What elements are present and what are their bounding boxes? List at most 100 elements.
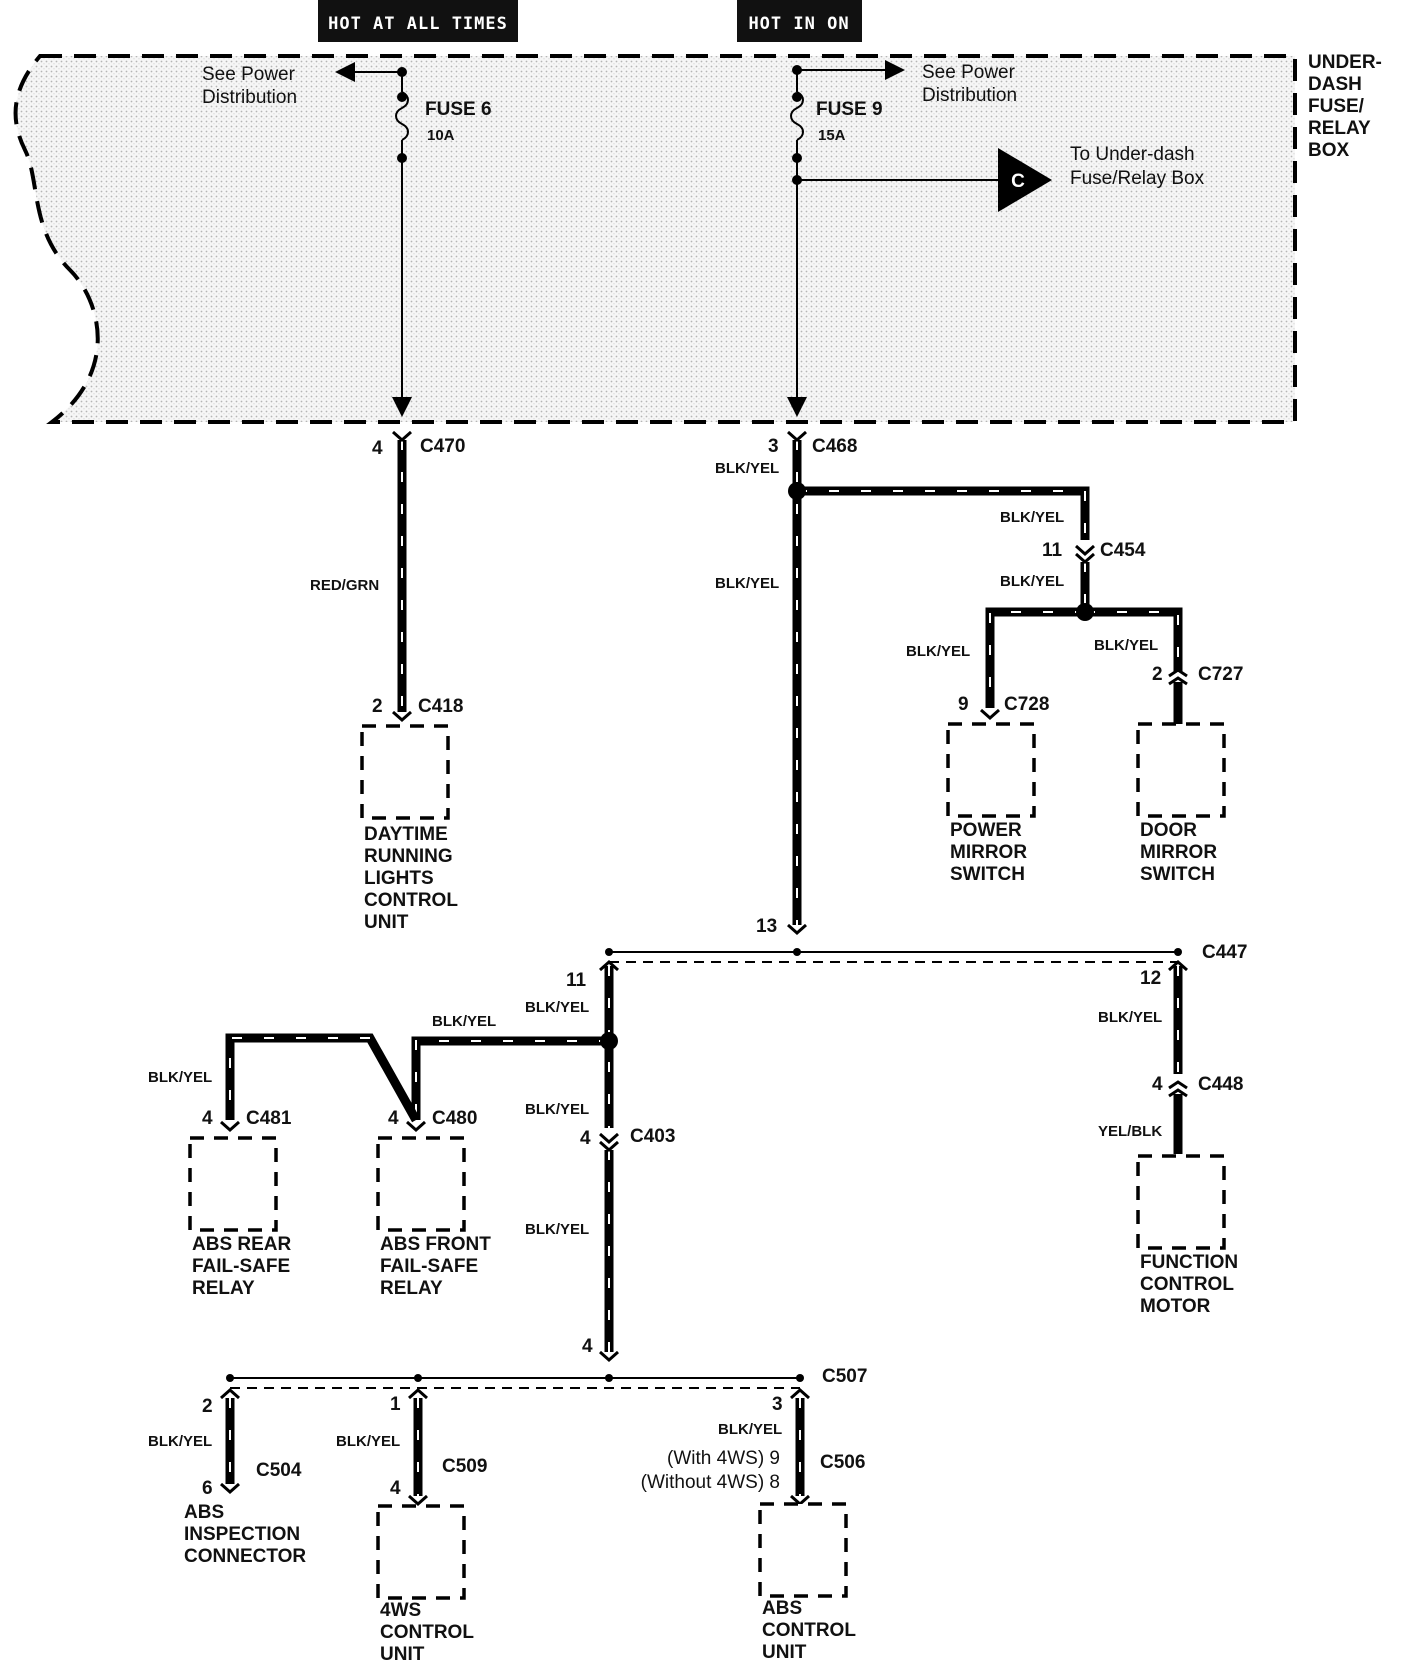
fuse-9-name: FUSE 9 [816, 99, 883, 120]
wire-color-blk-yel: BLK/YEL [1094, 637, 1158, 654]
wire-color-red-grn: RED/GRN [310, 577, 379, 594]
connector-c468-label: C468 [812, 436, 857, 457]
hot-at-all-times-tab: HOT AT ALL TIMES [318, 0, 518, 42]
see-power-distribution-left: See Power [202, 64, 296, 85]
wires [225, 440, 1183, 1496]
splices [600, 482, 1094, 1050]
abs-inspection-connector-label: CONNECTOR [184, 1546, 306, 1567]
wire-color-blk-yel: BLK/YEL [1098, 1009, 1162, 1026]
4ws-control-unit-label: CONTROL [380, 1622, 474, 1643]
door-mirror-switch-label: MIRROR [1140, 842, 1217, 863]
abs-front-relay-box [376, 1136, 466, 1232]
pin: 9 [958, 694, 969, 715]
abs-front-relay-label: ABS FRONT [380, 1234, 491, 1255]
c506-without-4ws-pin: (Without 4WS) 8 [641, 1472, 780, 1493]
abs-rear-relay-label: FAIL-SAFE [192, 1256, 290, 1277]
pin: 3 [772, 1394, 783, 1415]
pin: 2 [1152, 664, 1163, 685]
drl-control-unit-label: UNIT [364, 912, 409, 933]
abs-front-relay-label: RELAY [380, 1278, 443, 1299]
wire-color-blk-yel: BLK/YEL [148, 1069, 212, 1086]
pin: 11 [566, 970, 587, 991]
abs-inspection-connector-label: INSPECTION [184, 1524, 300, 1545]
power-mirror-switch-label: POWER [950, 820, 1022, 841]
pin: 4 [202, 1108, 213, 1129]
pin: 13 [756, 916, 777, 937]
4ws-control-unit-box [376, 1504, 466, 1600]
fuse-box-label-line: DASH [1308, 74, 1362, 95]
door-mirror-switch-label: SWITCH [1140, 864, 1215, 885]
connector-c418-label: C418 [418, 696, 463, 717]
connector-c481-label: C481 [246, 1108, 292, 1129]
c506-with-4ws-pin: (With 4WS) 9 [667, 1448, 780, 1469]
wire-color-blk-yel: BLK/YEL [715, 575, 779, 592]
door-mirror-switch-label: DOOR [1140, 820, 1197, 841]
hot-at-all-times-label: HOT AT ALL TIMES [328, 14, 508, 34]
pin: 4 [1152, 1074, 1163, 1095]
fuse-box-label-line: UNDER- [1308, 52, 1382, 73]
wire-color-blk-yel: BLK/YEL [718, 1421, 782, 1438]
function-control-motor-label: CONTROL [1140, 1274, 1234, 1295]
see-power-distribution-right: See Power [922, 62, 1016, 83]
abs-front-relay-label: FAIL-SAFE [380, 1256, 478, 1277]
fuse-9-rating: 15A [818, 127, 846, 144]
connector-c504-label: C504 [256, 1460, 302, 1481]
connector-c403-label: C403 [630, 1126, 675, 1147]
abs-rear-relay-box [188, 1136, 278, 1232]
ref-text: Fuse/Relay Box [1070, 168, 1205, 189]
drl-control-unit-box [360, 724, 450, 820]
fuse-9-circuit: C See Power Distribution FUSE 9 15A To U… [787, 60, 1205, 417]
ref-letter-c: C [1011, 171, 1025, 192]
drl-control-unit-label: RUNNING [364, 846, 453, 867]
wire-color-blk-yel: BLK/YEL [525, 1101, 589, 1118]
abs-control-unit-box [758, 1502, 848, 1598]
abs-control-unit-label: ABS [762, 1598, 802, 1619]
connector-c728-label: C728 [1004, 694, 1049, 715]
abs-rear-relay-label: ABS REAR [192, 1234, 292, 1255]
connector-c454-label: C454 [1100, 540, 1146, 561]
fuse-6-name: FUSE 6 [425, 99, 492, 120]
connector-c507-label: C507 [822, 1366, 867, 1387]
wire-color-blk-yel: BLK/YEL [906, 643, 970, 660]
connector-c448-label: C448 [1198, 1074, 1243, 1095]
pin: 6 [202, 1478, 213, 1499]
power-mirror-switch-box [946, 722, 1036, 818]
ref-text: To Under-dash [1070, 144, 1195, 165]
hot-in-on-tab: HOT IN ON [737, 0, 862, 42]
fuse-box-label-line: FUSE/ [1308, 96, 1365, 117]
connector-c507 [226, 1374, 804, 1389]
pin: 11 [1042, 540, 1063, 561]
function-control-motor-label: FUNCTION [1140, 1252, 1238, 1273]
door-mirror-switch-box [1136, 722, 1226, 818]
power-mirror-switch-label: MIRROR [950, 842, 1027, 863]
power-mirror-switch-label: SWITCH [950, 864, 1025, 885]
pin: 4 [582, 1336, 593, 1357]
drl-control-unit-label: LIGHTS [364, 868, 434, 889]
function-control-motor-label: MOTOR [1140, 1296, 1211, 1317]
pin: 4 [372, 438, 383, 459]
component-boxes [188, 722, 1226, 1600]
wire-color-blk-yel: BLK/YEL [525, 999, 589, 1016]
fuse-box-label-line: BOX [1308, 140, 1350, 161]
wire-color-labels: RED/GRN BLK/YEL BLK/YEL BLK/YEL BLK/YEL … [148, 460, 1162, 1450]
connector-marks [220, 430, 1188, 1507]
hot-in-on-label: HOT IN ON [748, 14, 849, 34]
wire-color-blk-yel: BLK/YEL [432, 1013, 496, 1030]
connector-c447 [605, 948, 1182, 963]
abs-rear-relay-label: RELAY [192, 1278, 255, 1299]
drl-control-unit-label: CONTROL [364, 890, 458, 911]
drl-control-unit-label: DAYTIME [364, 824, 448, 845]
pin: 2 [202, 1396, 213, 1417]
abs-inspection-connector-label: ABS [184, 1502, 224, 1523]
fuse-box-label-line: RELAY [1308, 118, 1371, 139]
connector-labels: 4 C470 3 C468 2 C418 11 C454 9 C728 2 C7… [202, 436, 1247, 1499]
see-power-distribution-left: Distribution [202, 87, 297, 108]
4ws-control-unit-label: 4WS [380, 1600, 421, 1621]
wire-color-blk-yel: BLK/YEL [525, 1221, 589, 1238]
connector-c509-label: C509 [442, 1456, 487, 1477]
pin: 4 [390, 1478, 401, 1499]
pin: 4 [580, 1128, 591, 1149]
pin: 2 [372, 696, 383, 717]
wire-color-blk-yel: BLK/YEL [1000, 573, 1064, 590]
